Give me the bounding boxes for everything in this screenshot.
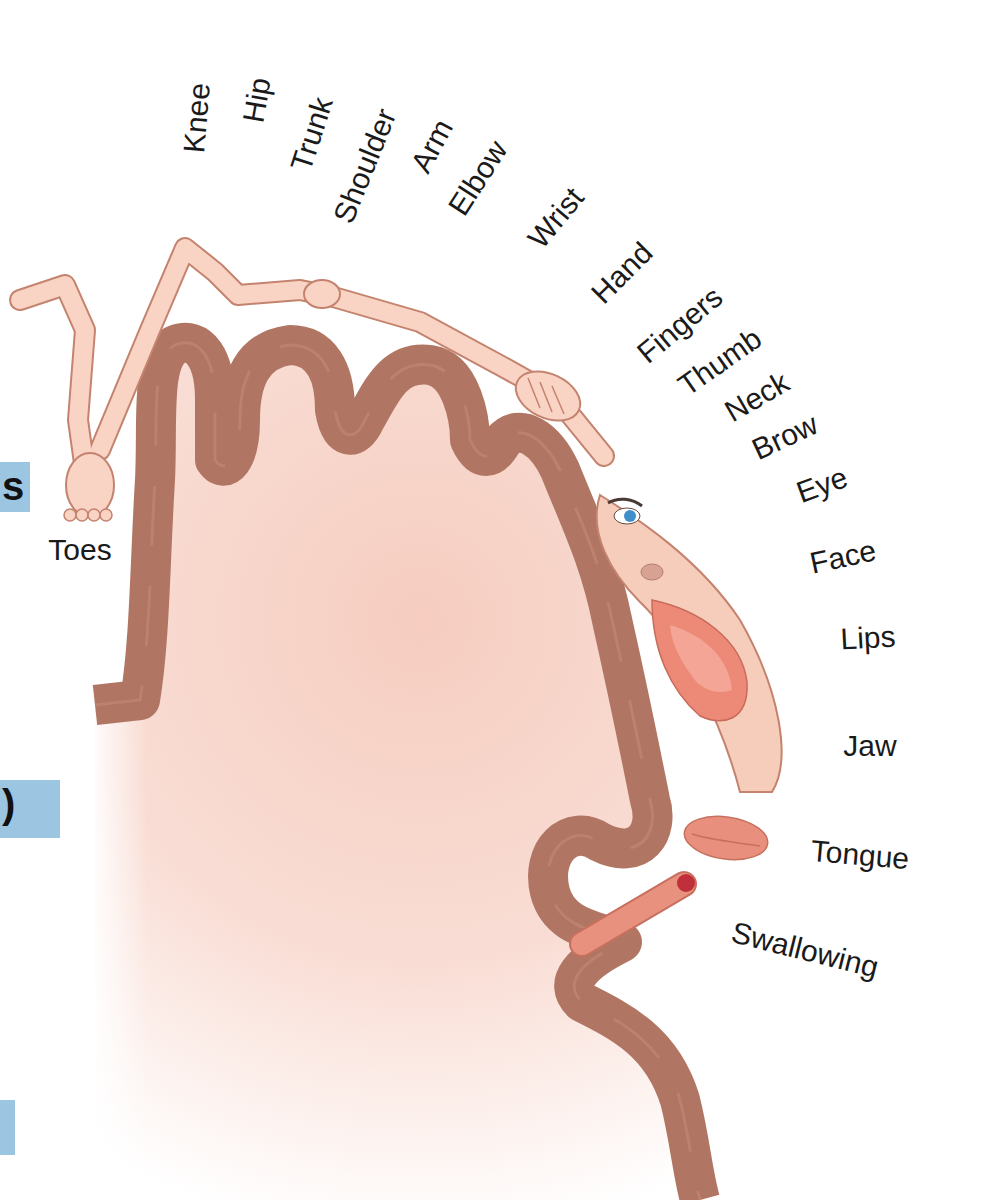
face bbox=[597, 495, 782, 792]
cortex-band bbox=[95, 343, 700, 1200]
highlight-band: ) bbox=[0, 780, 60, 838]
toe bbox=[88, 509, 100, 521]
tongue-line bbox=[692, 834, 760, 846]
finger-line bbox=[552, 386, 564, 414]
body-part-label: Shoulder bbox=[329, 105, 402, 228]
eye bbox=[614, 508, 640, 524]
pharynx-opening bbox=[677, 874, 695, 892]
toe bbox=[64, 509, 76, 521]
iris bbox=[624, 510, 636, 522]
body-part-label: Swallowing bbox=[729, 917, 882, 982]
tongue bbox=[681, 811, 770, 864]
lips bbox=[652, 600, 747, 721]
pharynx bbox=[582, 884, 684, 944]
body-part-label: Wrist bbox=[523, 182, 590, 253]
body-part-label: Brow bbox=[748, 409, 823, 465]
body-part-label: Tongue bbox=[810, 836, 911, 874]
limb-outline bbox=[20, 285, 85, 470]
mouth-inner bbox=[670, 625, 732, 692]
shoulder bbox=[304, 280, 340, 308]
limb bbox=[330, 296, 548, 392]
limb-outline bbox=[330, 296, 548, 392]
cortex-section bbox=[88, 343, 700, 1200]
highlight-band bbox=[0, 1100, 15, 1155]
foot bbox=[66, 453, 114, 517]
band-text: s bbox=[0, 462, 27, 506]
brain-interior bbox=[95, 343, 700, 1200]
hand bbox=[508, 362, 588, 431]
body-part-label: Knee bbox=[179, 82, 215, 154]
highlight-band: s bbox=[0, 462, 30, 512]
body-part-label: Hip bbox=[238, 75, 275, 125]
body-part-label: Neck bbox=[720, 367, 794, 427]
homunculus-figure bbox=[20, 248, 782, 944]
limb bbox=[100, 248, 330, 450]
body-part-label: Hand bbox=[586, 237, 658, 309]
toe bbox=[76, 509, 88, 521]
body-part-label: Eye bbox=[793, 462, 852, 508]
body-part-label: Toes bbox=[48, 535, 111, 565]
limb-outline bbox=[100, 248, 330, 450]
body-part-label: Elbow bbox=[443, 136, 513, 221]
body-part-label: Face bbox=[807, 535, 878, 578]
finger-line bbox=[528, 378, 540, 408]
body-part-label: Lips bbox=[840, 622, 897, 655]
fade bbox=[88, 700, 148, 1200]
toe bbox=[100, 509, 112, 521]
body-part-label: Trunk bbox=[286, 93, 338, 174]
finger-line bbox=[540, 382, 552, 412]
sulcus-line bbox=[95, 343, 700, 1200]
band-text: ) bbox=[0, 780, 18, 824]
limb bbox=[20, 285, 85, 470]
body-part-label: Arm bbox=[406, 115, 458, 178]
body-part-label: Jaw bbox=[843, 731, 896, 761]
nose bbox=[641, 564, 663, 580]
brow bbox=[608, 499, 642, 506]
pharynx-outline bbox=[582, 884, 684, 944]
